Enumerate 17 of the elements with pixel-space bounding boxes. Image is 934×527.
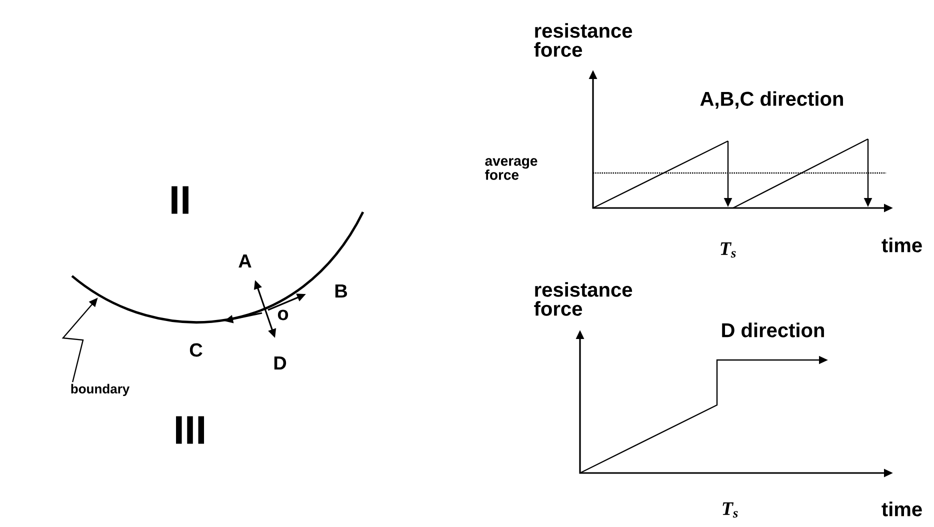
point-label: o — [278, 310, 288, 320]
axis-label: time — [882, 502, 922, 516]
direction-label: A — [238, 254, 252, 268]
direction-label: C — [190, 343, 202, 357]
region-label: III — [176, 416, 204, 444]
tick-label: T$_{s}$ — [720, 242, 736, 258]
axis-label: resistance force — [534, 282, 632, 316]
direction-label: B — [335, 284, 347, 298]
tick-label: T$_{s}$ — [722, 502, 738, 518]
axis-label: resistance force — [534, 23, 632, 57]
axis-label: average force — [485, 158, 538, 180]
chart-title: D direction — [722, 322, 824, 338]
boundary-label: boundary — [71, 384, 130, 396]
region-label: II — [172, 186, 188, 214]
axis-label: time — [882, 238, 922, 252]
chart-title: A,B,C direction — [700, 91, 843, 109]
direction-label: D — [274, 356, 286, 370]
